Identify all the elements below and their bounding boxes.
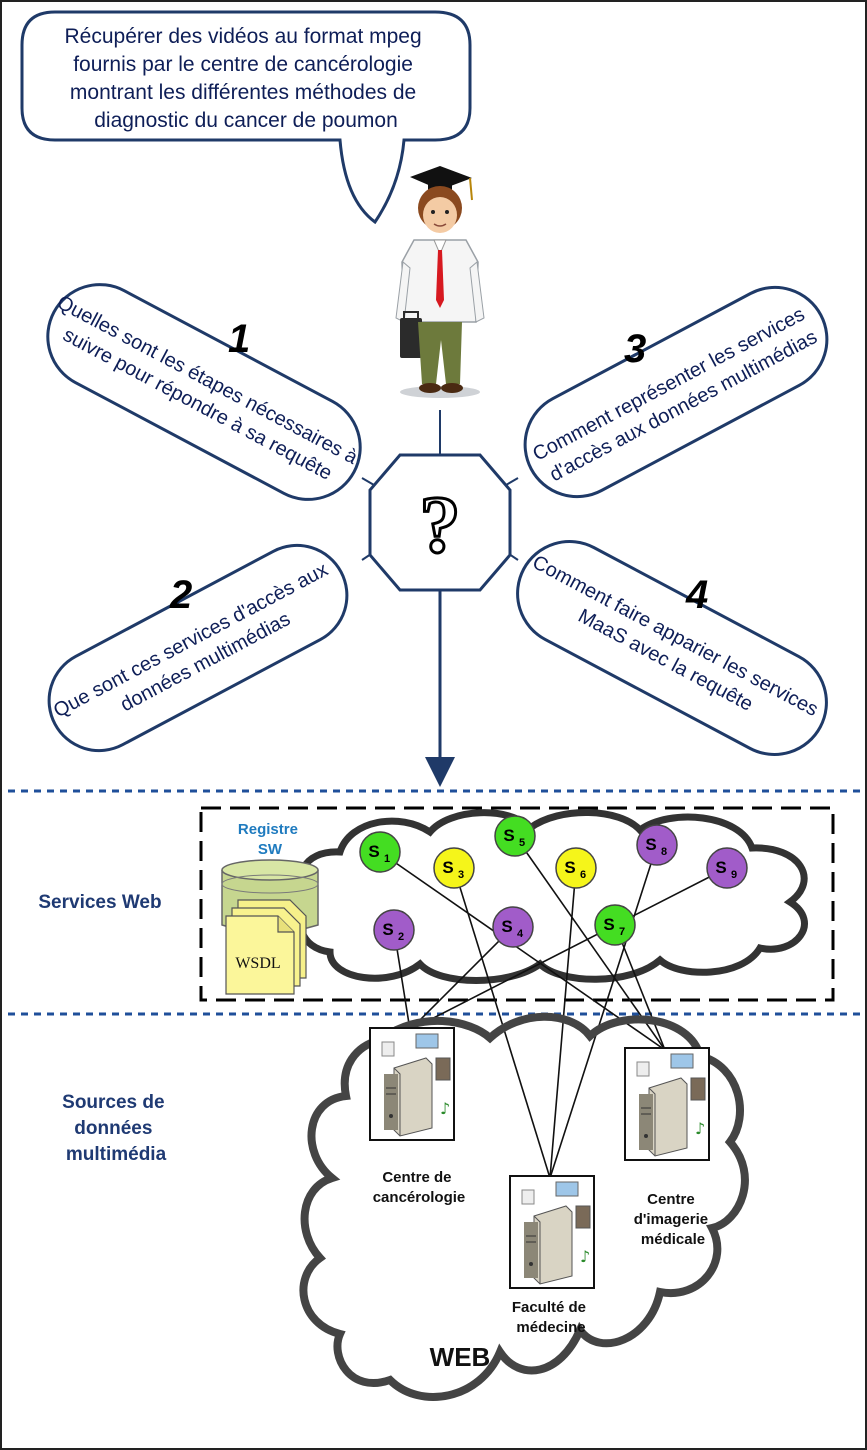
source-label-imagerie: Centre d'imagerie médicale	[634, 1191, 713, 1248]
service-label-s3: S	[442, 858, 453, 877]
svg-text:Registre SW: Registre SW	[238, 821, 302, 858]
link-s7	[614, 924, 666, 1051]
service-label-s7: S	[603, 915, 614, 934]
link-s9	[409, 867, 728, 1031]
question-hub: ?	[368, 453, 512, 592]
service-label-s1: S	[368, 842, 379, 861]
web-label: WEB	[430, 1342, 491, 1372]
svg-text:♪: ♪	[440, 1099, 450, 1118]
question-3-number: 3	[624, 327, 646, 371]
link-s3	[453, 867, 551, 1179]
question-2-number: 2	[169, 573, 192, 617]
service-label-s6: S	[564, 858, 575, 877]
request-line-3: montrant les différentes méthodes de	[70, 81, 416, 104]
server-icon-2: ♪	[509, 1175, 595, 1289]
request-bubble: Récupérer des vidéos au format mpeg four…	[20, 10, 472, 225]
service-source-links	[379, 835, 728, 1179]
service-subscript-s5: 5	[519, 837, 525, 849]
link-s1	[379, 851, 666, 1051]
question-1: Quelles sont les étapes nécessaires à su…	[46, 283, 362, 501]
link-s5	[514, 835, 666, 1051]
service-subscript-s1: 1	[384, 853, 390, 865]
doctor-figure	[395, 166, 485, 398]
svg-text:Récupérer des vidéos au format: Récupérer des vidéos au format mpeg four…	[64, 25, 427, 132]
service-label-s9: S	[715, 858, 726, 877]
link-s8	[549, 844, 658, 1179]
request-line-1: Récupérer des vidéos au format mpeg	[64, 25, 421, 48]
service-subscript-s6: 6	[580, 869, 586, 881]
request-line-2: fournis par le centre de cancérologie	[73, 53, 413, 76]
service-subscript-s2: 2	[398, 931, 404, 943]
question-2: Que sont ces services d'accès aux donnée…	[47, 543, 349, 753]
layer-label-sources: Sources de données multimédia	[62, 1092, 170, 1165]
web-cloud	[299, 1012, 749, 1401]
service-subscript-s9: 9	[731, 869, 737, 881]
svg-text:♪: ♪	[695, 1119, 705, 1138]
question-4: Comment faire apparier les services MaaS…	[516, 540, 828, 756]
registry-title-1: Registre	[238, 821, 298, 838]
registry-title-2: SW	[258, 841, 283, 858]
service-label-s4: S	[501, 917, 512, 936]
services-box	[199, 806, 835, 1002]
svg-text:♪: ♪	[580, 1247, 590, 1266]
server-icon-1: ♪	[369, 1027, 455, 1141]
service-subscript-s3: 3	[458, 869, 464, 881]
service-subscript-s8: 8	[661, 846, 667, 858]
source-label-cancerologie: Centre de cancérologie	[373, 1169, 466, 1206]
service-subscript-s4: 4	[517, 928, 524, 940]
source-label-medecine: Faculté de médecine	[512, 1299, 590, 1336]
source-servers: ♪ ♪ ♪	[369, 1027, 710, 1289]
services-cloud	[297, 809, 808, 984]
wsdl-label: WSDL	[235, 955, 280, 972]
service-label-s2: S	[382, 920, 393, 939]
server-icon-3: ♪	[624, 1047, 710, 1161]
registry: Registre SW WSDL	[221, 821, 319, 995]
link-s4	[409, 926, 514, 1031]
question-mark-icon: ?	[420, 479, 461, 570]
question-1-number: 1	[228, 317, 250, 361]
service-label-s5: S	[503, 826, 514, 845]
service-label-s8: S	[645, 835, 656, 854]
question-3: Comment représenter les services d'accès…	[523, 285, 829, 499]
service-subscript-s7: 7	[619, 926, 625, 938]
request-line-4: diagnostic du cancer de poumon	[94, 109, 398, 132]
layer-label-services: Services Web	[38, 892, 161, 913]
question-4-number: 4	[685, 573, 708, 617]
